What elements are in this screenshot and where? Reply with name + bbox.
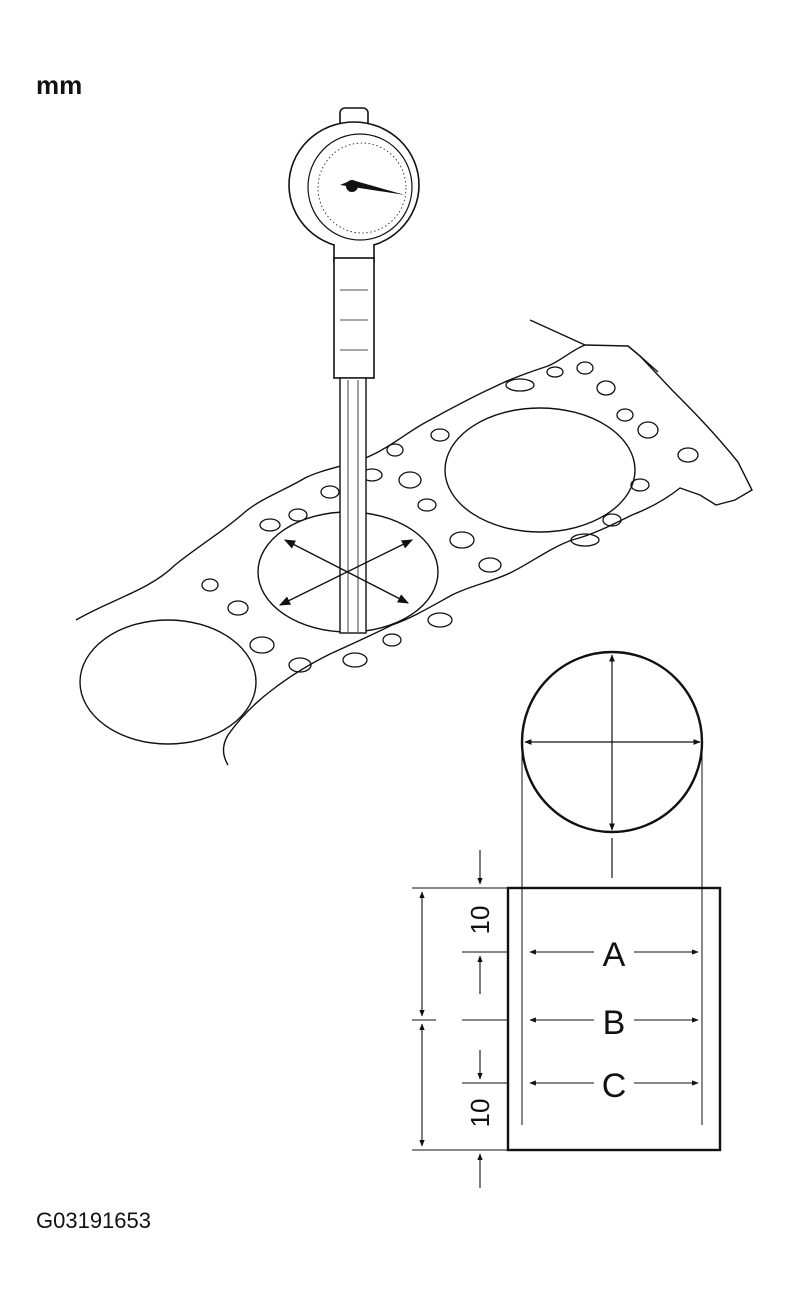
figure-id: G03191653 xyxy=(36,1208,151,1233)
cylinder-block-outline xyxy=(75,319,753,766)
position-label-b: B xyxy=(603,1004,626,1042)
bore-top-view xyxy=(520,650,704,1125)
unit-label: mm xyxy=(36,70,83,100)
cylinder-bore-right xyxy=(444,407,636,533)
cylinder-bore-left xyxy=(79,619,257,745)
gauge-needle xyxy=(340,180,405,195)
bore-measure-arrows xyxy=(278,539,414,606)
dimension-labels: 10 10 xyxy=(465,906,495,1128)
dimension-lines xyxy=(412,850,508,1188)
position-label-a: A xyxy=(603,936,626,974)
position-label-c: C xyxy=(602,1067,627,1105)
position-labels: A B C xyxy=(602,936,627,1105)
dimension-label-top: 10 xyxy=(465,906,495,935)
dimension-label-bottom: 10 xyxy=(465,1099,495,1128)
